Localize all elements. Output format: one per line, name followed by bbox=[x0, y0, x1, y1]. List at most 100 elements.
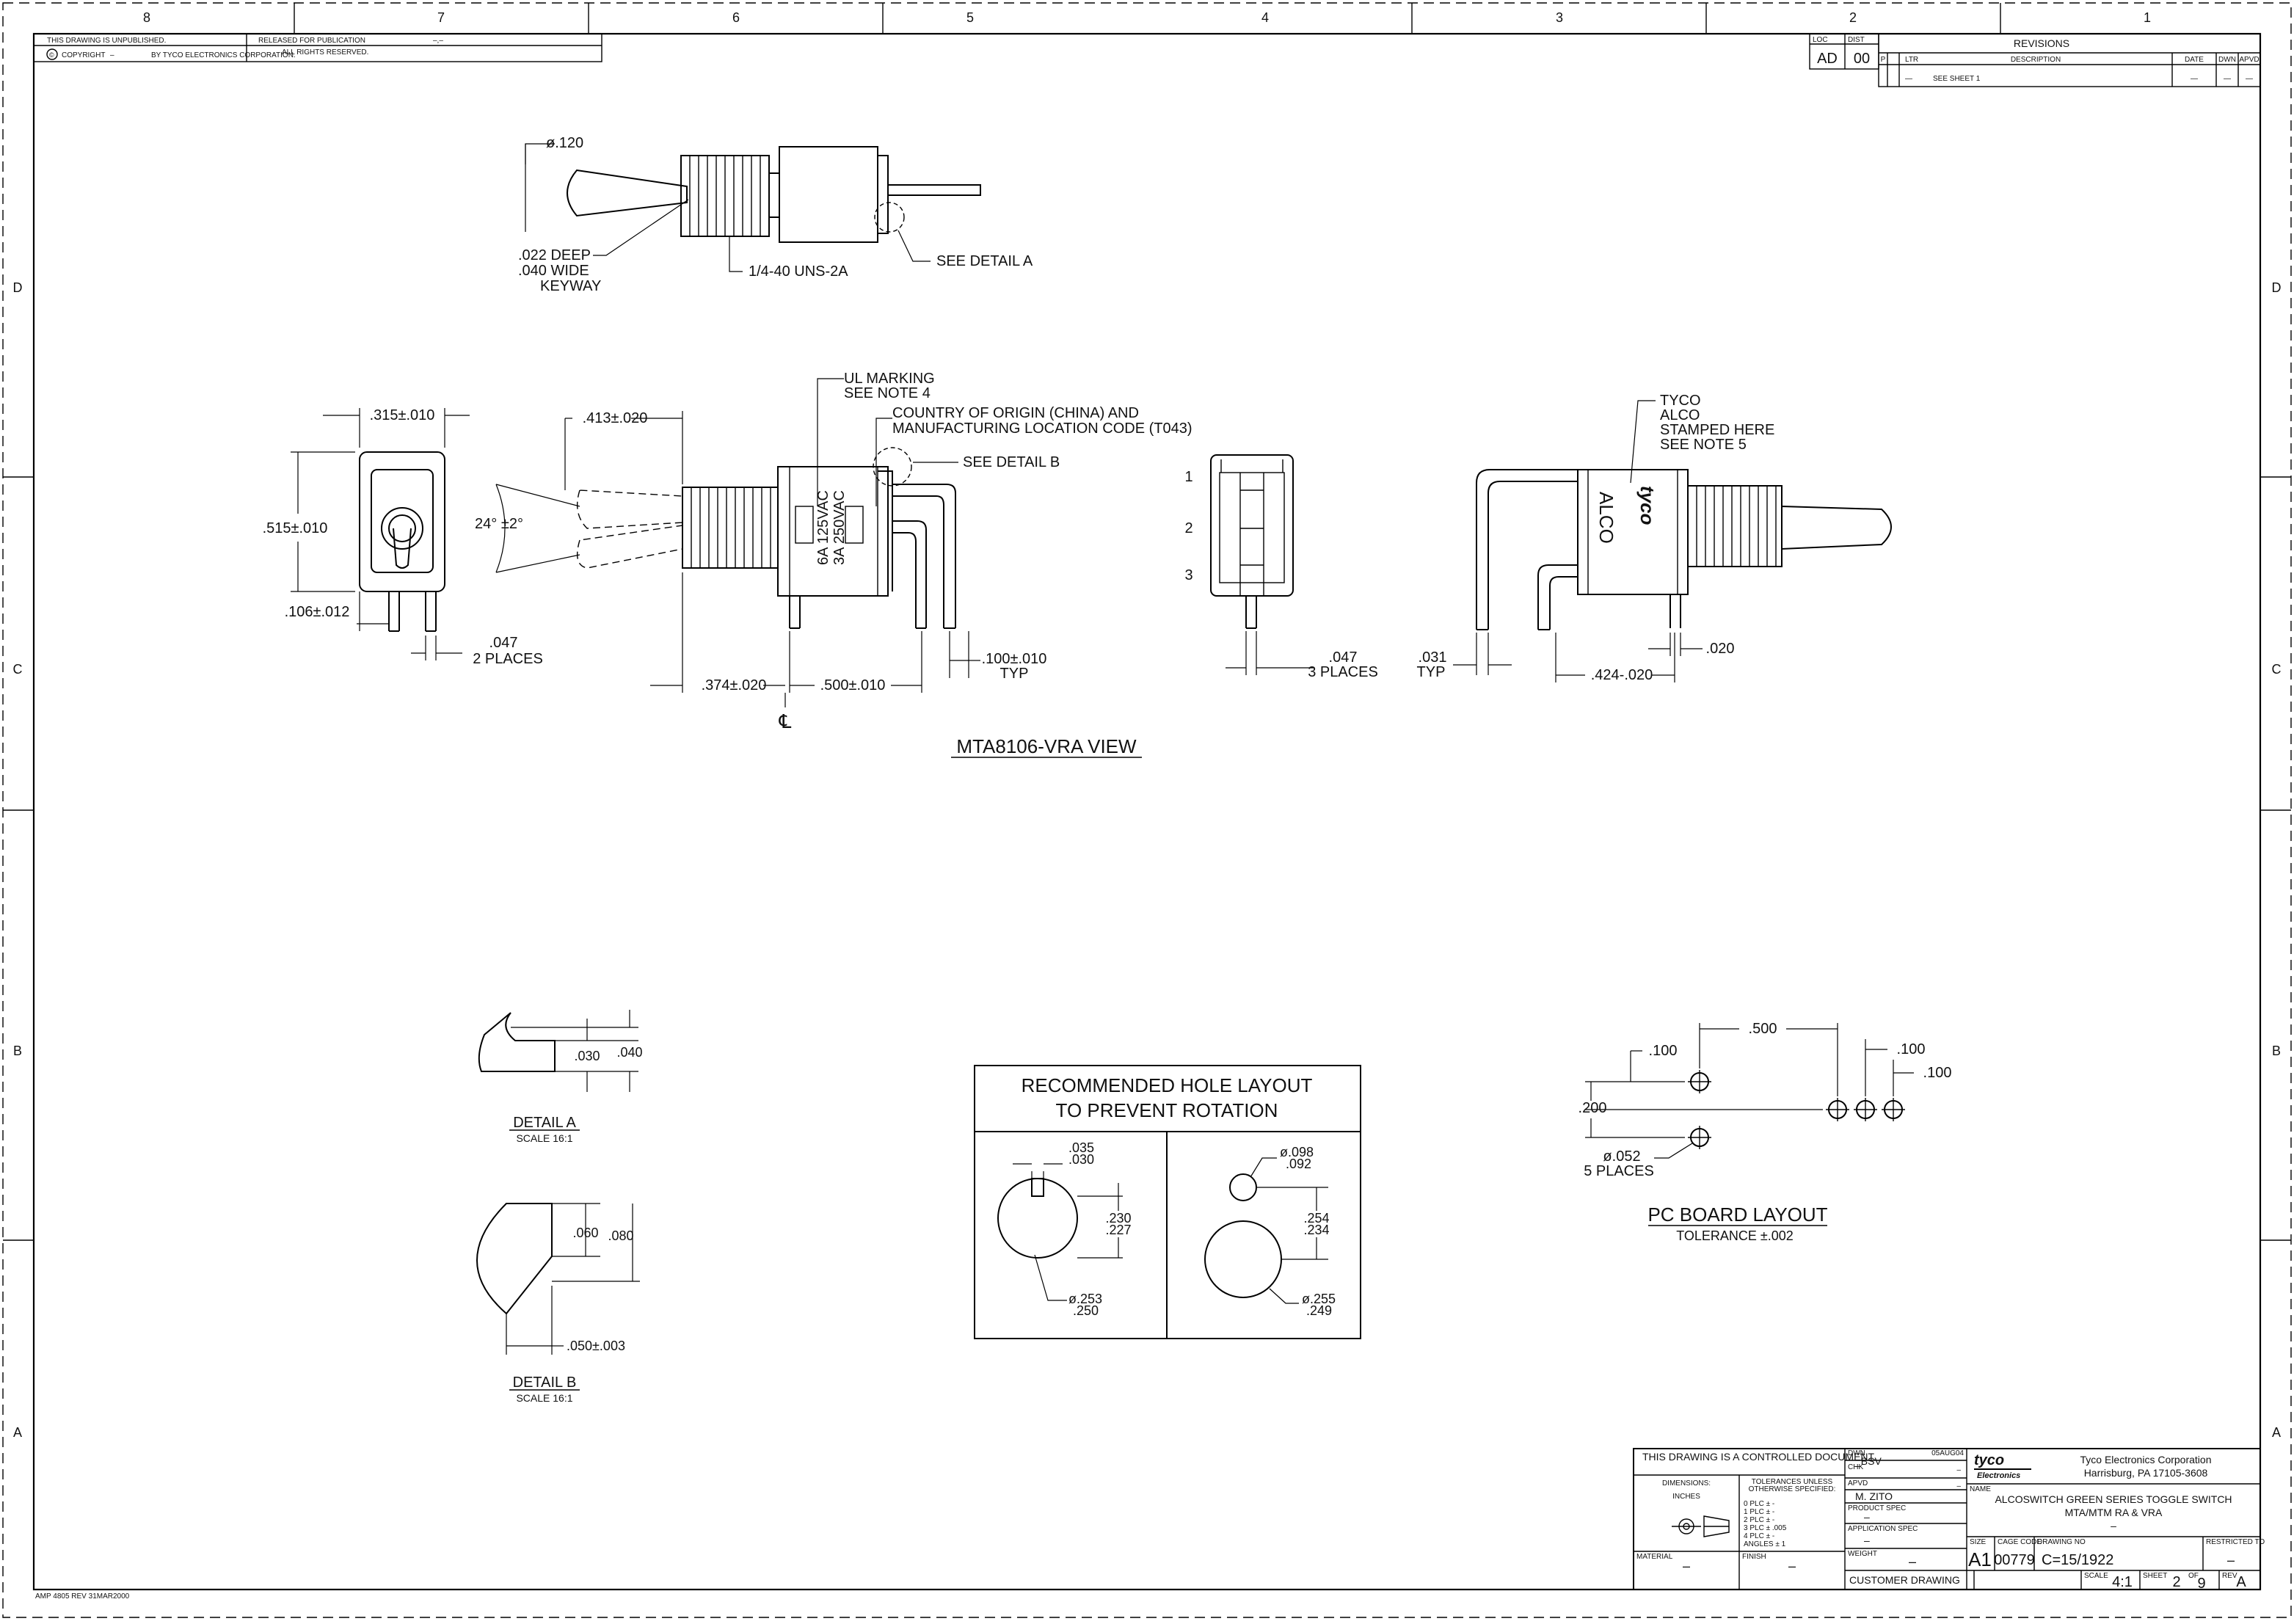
hole-l-250: .250 bbox=[1073, 1303, 1099, 1318]
zone-left-c: C bbox=[13, 662, 23, 677]
hole-l-230: .230 bbox=[1105, 1211, 1131, 1226]
keyway-label: KEYWAY bbox=[540, 278, 601, 294]
side-view: 6A 125VAC 3A 250VAC .413±.020 24° ±2° UL… bbox=[475, 371, 1192, 758]
end-pin-2: 2 bbox=[1184, 520, 1192, 536]
side-view-title: MTA8106-VRA VIEW bbox=[956, 735, 1137, 757]
hole-r-249: .249 bbox=[1306, 1303, 1332, 1318]
tb-logo-tyco: tyco bbox=[1974, 1452, 2004, 1468]
end-pin-places: 3 PLACES bbox=[1308, 664, 1378, 680]
rev-loc-value: AD bbox=[1817, 51, 1838, 67]
pcb-layout: .500 .100 .100 .100 .200 ø.052 5 PLACES … bbox=[1579, 1021, 1952, 1243]
zone-top-1: 1 bbox=[2144, 10, 2151, 25]
tb-name-3: – bbox=[2111, 1520, 2116, 1532]
tb-of-label: OF bbox=[2188, 1572, 2199, 1580]
tb-controlled: THIS DRAWING IS A CONTROLLED DOCUMENT. bbox=[1642, 1451, 1876, 1463]
detail-a: .030 .040 DETAIL A SCALE 16:1 bbox=[478, 1010, 643, 1144]
tb-size-val: A1 bbox=[1968, 1548, 1992, 1570]
tb-sheet-val: 2 bbox=[2172, 1574, 2180, 1590]
pcb-dim-200: .200 bbox=[1579, 1100, 1607, 1116]
see-detail-b: SEE DETAIL B bbox=[963, 454, 1060, 470]
tb-chk-label: CHK bbox=[1848, 1463, 1863, 1471]
rear-dim-typ: TYP bbox=[1417, 664, 1446, 680]
coo-line-1: COUNTRY OF ORIGIN (CHINA) AND bbox=[892, 405, 1139, 421]
side-lever-dim: .413±.020 bbox=[583, 410, 648, 426]
tb-tol-0plc: 0 PLC ± - bbox=[1744, 1500, 1774, 1508]
tb-apvd-label: APVD bbox=[1848, 1479, 1868, 1488]
notice-zone-mark: –,– bbox=[433, 37, 443, 45]
side-dim-374: .374±.020 bbox=[702, 677, 767, 693]
zone-right-a: A bbox=[2272, 1425, 2281, 1440]
notice-all-rights: ALL RIGHTS RESERVED. bbox=[282, 48, 368, 57]
detail-b-scale: SCALE 16:1 bbox=[516, 1392, 572, 1404]
front-view: .315±.010 .515±.010 .106±.012 .047 2 PLA… bbox=[263, 407, 543, 667]
tb-dwn-label: DWN bbox=[1848, 1449, 1865, 1457]
end-pin-1: 1 bbox=[1184, 469, 1192, 485]
detail-a-title: DETAIL A bbox=[513, 1115, 576, 1131]
tb-size-label: SIZE bbox=[1970, 1538, 1987, 1546]
pcb-tolerance: TOLERANCE ±.002 bbox=[1676, 1228, 1794, 1243]
zone-right-c: C bbox=[2272, 662, 2282, 677]
top-view: ø.120 .022 DEEP .040 WIDE KEYWAY 1/4-40 … bbox=[518, 135, 1033, 294]
side-dim-typ: TYP bbox=[1000, 666, 1029, 682]
rev-row-date: — bbox=[2191, 75, 2198, 83]
tb-tol-angles: ANGLES ± 1 bbox=[1744, 1540, 1786, 1548]
hole-l-227: .227 bbox=[1105, 1223, 1131, 1237]
front-pin-width-dim: .047 bbox=[489, 635, 518, 651]
hole-r-254: .254 bbox=[1303, 1211, 1329, 1226]
tb-name-2: MTA/MTM RA & VRA bbox=[2065, 1507, 2163, 1518]
zone-left-a: A bbox=[13, 1425, 22, 1440]
tb-restricted-val: – bbox=[2227, 1553, 2235, 1567]
tb-dwn-date: 05AUG04 bbox=[1931, 1449, 1964, 1457]
ul-marking-2: SEE NOTE 4 bbox=[844, 385, 931, 401]
tb-tol-3plc: 3 PLC ± .005 bbox=[1744, 1524, 1787, 1532]
tb-address: Harrisburg, PA 17105-3608 bbox=[2084, 1467, 2208, 1479]
tb-dwn-name: _BSV bbox=[1854, 1455, 1882, 1467]
pcb-dia: ø.052 bbox=[1603, 1148, 1640, 1165]
tb-weight-val: – bbox=[1909, 1554, 1916, 1569]
hole-r-234: .234 bbox=[1303, 1223, 1329, 1237]
zone-top-6: 6 bbox=[732, 10, 740, 25]
side-angle-dim: 24° ±2° bbox=[475, 516, 523, 532]
rear-view: tyco ALCO TYCO ALCO STAMPED HERE SEE NOT… bbox=[1417, 393, 1892, 683]
pcb-dim-100-a: .100 bbox=[1649, 1043, 1678, 1059]
zone-top-2: 2 bbox=[1849, 10, 1857, 25]
hole-l-253: ø.253 bbox=[1068, 1292, 1102, 1306]
tyco-note-1: TYCO bbox=[1660, 393, 1701, 409]
thread-label: 1/4-40 UNS-2A bbox=[749, 263, 848, 280]
rev-dist-label: DIST bbox=[1848, 36, 1865, 44]
tb-dimensions: DIMENSIONS: bbox=[1662, 1479, 1711, 1488]
tb-finish: FINISH bbox=[1742, 1553, 1766, 1561]
detail-b: .060 .080 .050±.003 DETAIL B SCALE 16:1 bbox=[476, 1203, 640, 1404]
tb-weight: WEIGHT bbox=[1848, 1550, 1877, 1558]
zone-top-7: 7 bbox=[437, 10, 445, 25]
zone-right-d: D bbox=[2272, 280, 2282, 295]
tb-customer: CUSTOMER DRAWING bbox=[1849, 1574, 1960, 1586]
zone-top-8: 8 bbox=[143, 10, 150, 25]
coo-line-2: MANUFACTURING LOCATION CODE (T043) bbox=[892, 420, 1192, 437]
rear-dim-031: .031 bbox=[1419, 649, 1447, 666]
tb-tol-title-1: TOLERANCES UNLESS bbox=[1752, 1478, 1833, 1486]
detail-a-scale: SCALE 16:1 bbox=[516, 1132, 572, 1144]
tb-tol-title-2: OTHERWISE SPECIFIED: bbox=[1749, 1485, 1836, 1493]
end-view: 1 2 3 .047 3 PLACES bbox=[1184, 454, 1378, 680]
tb-finish-val: – bbox=[1788, 1559, 1796, 1573]
side-dim-500: .500±.010 bbox=[820, 677, 886, 693]
hole-r-255: ø.255 bbox=[1302, 1292, 1336, 1306]
notice-unpublished: THIS DRAWING IS UNPUBLISHED. bbox=[47, 37, 166, 45]
rev-loc-label: LOC bbox=[1813, 36, 1828, 44]
title-block: THIS DRAWING IS A CONTROLLED DOCUMENT. D… bbox=[1633, 1448, 2265, 1592]
tb-name-1: ALCOSWITCH GREEN SERIES TOGGLE SWITCH bbox=[1995, 1493, 2232, 1505]
detail-b-060: .060 bbox=[572, 1226, 598, 1240]
tb-scale-val: 4:1 bbox=[2112, 1574, 2133, 1590]
tb-restricted-label: RESTRICTED TO bbox=[2206, 1538, 2265, 1546]
side-dim-100: .100±.010 bbox=[982, 651, 1047, 667]
rev-col-date: DATE bbox=[2185, 56, 2204, 64]
ul-marking-1: UL MARKING bbox=[844, 371, 935, 387]
hole-r-092: .092 bbox=[1286, 1157, 1311, 1171]
pcb-dim-100-c: .100 bbox=[1923, 1065, 1952, 1081]
tb-material-val: – bbox=[1683, 1559, 1690, 1573]
rev-col-desc: DESCRIPTION bbox=[2011, 56, 2061, 64]
tyco-note-2: ALCO bbox=[1660, 407, 1700, 423]
